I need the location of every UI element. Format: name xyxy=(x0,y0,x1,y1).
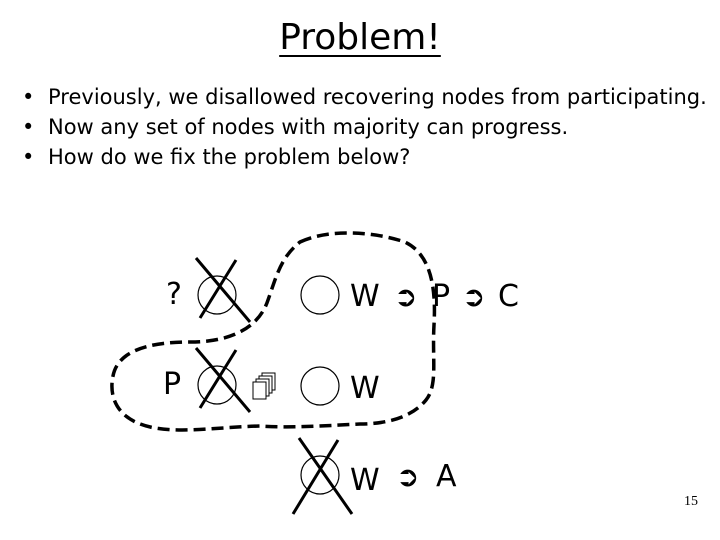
slide-title-text: Problem! xyxy=(279,17,441,58)
left-bottom-node-label: P xyxy=(163,367,182,402)
cross-mark-left-bottom xyxy=(194,347,252,413)
transition-arrow-icon: ➲ xyxy=(462,280,486,313)
left-top-node-label: ? xyxy=(166,277,182,312)
cross-mark-bottom xyxy=(291,437,354,515)
right-top-state-1: P xyxy=(432,279,451,314)
bottom-node-label: W xyxy=(350,463,380,498)
page-number: 15 xyxy=(684,494,698,509)
bullet-marker: • xyxy=(22,115,35,139)
bullet-text: Previously, we disallowed recovering nod… xyxy=(48,85,707,109)
bullet-marker: • xyxy=(22,145,35,169)
transition-arrow-icon: ➲ xyxy=(394,280,418,313)
bullet-item: • Previously, we disallowed recovering n… xyxy=(22,82,712,112)
bullet-text: How do we fix the problem below? xyxy=(48,145,411,169)
node-right-middle xyxy=(300,366,340,406)
bullet-text: Now any set of nodes with majority can p… xyxy=(48,115,569,139)
right-top-node-label: W xyxy=(350,279,380,314)
transition-arrow-icon: ➲ xyxy=(396,460,420,493)
bullet-list: • Previously, we disallowed recovering n… xyxy=(22,82,712,172)
right-top-state-2: C xyxy=(498,279,519,314)
bottom-state: A xyxy=(436,459,457,494)
bullet-marker: • xyxy=(22,85,35,109)
bullet-item: • Now any set of nodes with majority can… xyxy=(22,112,712,142)
cross-mark-left-top xyxy=(194,257,252,323)
right-middle-node-label: W xyxy=(350,371,380,406)
majority-boundary xyxy=(110,231,437,432)
node-right-top xyxy=(300,275,340,315)
slide-title: Problem! xyxy=(0,14,720,62)
bullet-item: • How do we fix the problem below? xyxy=(22,142,712,172)
message-stack-icon xyxy=(252,372,276,400)
